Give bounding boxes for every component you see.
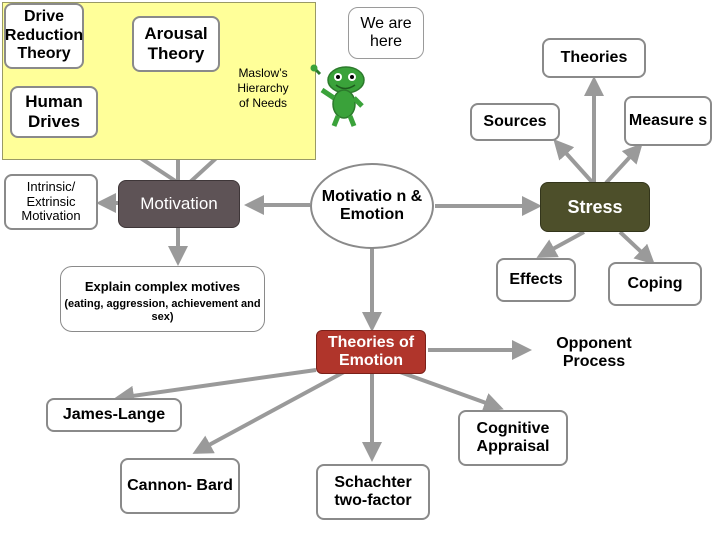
we-are-here-callout: We are here [348,7,424,59]
motivation-node: Motivation [118,180,240,228]
explain-complex-title: Explain complex motives [84,279,241,294]
arrow-to-sources [553,139,594,184]
arrow-to-measures [604,143,643,185]
explain-complex-examples: (eating, aggression, achievement and sex… [64,298,261,324]
explain-complex-motives-node: Explain complex motives (eating, aggress… [60,266,265,332]
arousal-theory-node: Arousal Theory [132,16,220,72]
maslow-hierarchy-node: Maslow’s Hierarchy of Needs [237,66,289,110]
drive-reduction-theory-node: Drive Reduction Theory [4,3,84,69]
schachter-two-factor-node: Schachter two-factor [316,464,430,520]
sources-node: Sources [470,103,560,141]
effects-node: Effects [496,258,576,302]
intrinsic-extrinsic-node: Intrinsic/ Extrinsic Motivation [4,174,98,230]
arrow-to-cannon-bard [192,370,345,454]
cognitive-appraisal-node: Cognitive Appraisal [458,410,568,466]
arrow-to-coping [618,230,655,265]
arrow-to-effects [536,230,585,258]
arrow-to-cognitive [399,370,504,412]
theories-of-emotion-node: Theories of Emotion [316,330,426,374]
opponent-process-node: Opponent Process [556,334,632,370]
cannon-bard-node: Cannon- Bard [120,458,240,514]
coping-node: Coping [608,262,702,306]
frog-mascot-icon [310,64,365,127]
theories-node: Theories [542,38,646,78]
motivation-emotion-node: Motivatio n & Emotion [310,163,434,249]
measures-node: Measure s [624,96,712,146]
arrow-to-james-lange [114,368,317,406]
stress-node: Stress [540,182,650,232]
human-drives-node: Human Drives [10,86,98,138]
james-lange-node: James-Lange [46,398,182,432]
